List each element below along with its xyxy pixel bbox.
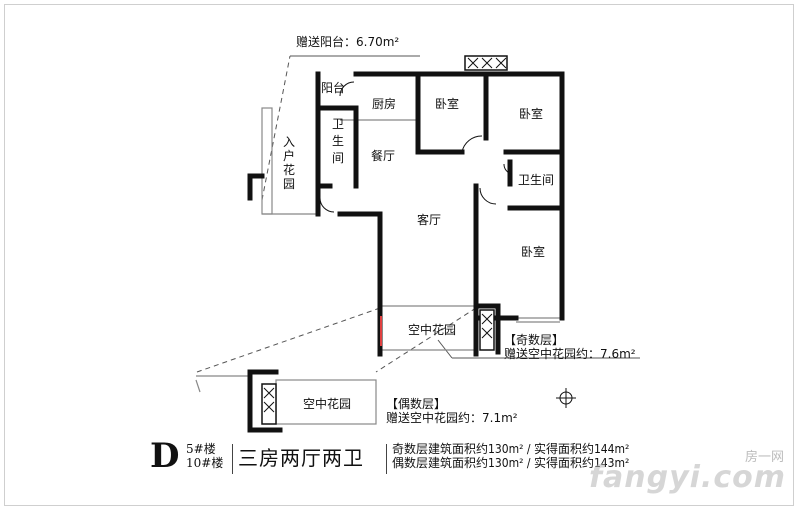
even-floor-note-text: 赠送空中花园约：7.1m² [386,410,518,425]
layout-title: 三房两厅两卫 [238,446,364,470]
even-floor-note-title: 【偶数层】 [386,396,446,411]
sky-garden-alt-label: 空中花园 [303,396,351,411]
entry-garden-label-2: 户 [283,148,295,163]
bathroom-left-label-3: 间 [332,151,344,165]
bathroom-left-label-2: 生 [332,134,344,148]
sky-garden-main-label: 空中花园 [408,322,456,337]
building-number-2: 10#楼 [186,456,224,470]
ac-unit-right [479,309,495,351]
unit-type-letter: D [150,436,180,476]
balcony-label: 阳台 [321,80,345,95]
compass-icon [556,388,576,408]
even-floor-area: 偶数层建筑面积约130m² / 实得面积约143m² [392,456,630,470]
image-frame [4,4,794,506]
door-swings [319,81,513,213]
entry-garden-label-4: 园 [283,177,295,191]
walls [247,71,565,433]
building-number-1: 5#楼 [186,442,216,456]
odd-floor-note-title: 【奇数层】 [504,332,564,347]
entry-garden-label-1: 入 [283,135,295,149]
area-info: 奇数层建筑面积约130m² / 实得面积约144m² 偶数层建筑面积约130m²… [392,442,629,470]
guide-lines [196,55,640,373]
bedroom-top2-label: 卧室 [519,106,543,121]
watermark: fangyi.com [588,460,786,495]
plan-footer: D 5#楼 10#楼 三房两厅两卫 奇数层建筑面积约130m² / 实得面积约1… [150,436,670,480]
footer-divider [386,444,387,474]
odd-floor-area: 奇数层建筑面积约130m² / 实得面积约144m² [392,442,630,456]
ac-unit-top [464,55,508,71]
balcony-gift-note: 赠送阳台：6.70m² [296,34,399,49]
bathroom-left-label-1: 卫 [332,117,344,131]
footer-divider [232,444,233,474]
living-label: 客厅 [417,212,441,227]
dining-label: 餐厅 [371,148,395,163]
ac-unit-alt [261,383,277,425]
bedroom-bottom-label: 卧室 [521,244,545,259]
odd-floor-note-text: 赠送空中花园约：7.6m² [504,346,636,361]
kitchen-label: 厨房 [372,96,396,111]
watermark-cn: 房一网 [744,450,784,465]
entry-garden-label-3: 花 [283,162,295,177]
bathroom-right-label: 卫生间 [518,173,554,187]
bedroom-top1-label: 卧室 [435,96,459,111]
building-numbers: 5#楼 10#楼 [186,442,230,470]
